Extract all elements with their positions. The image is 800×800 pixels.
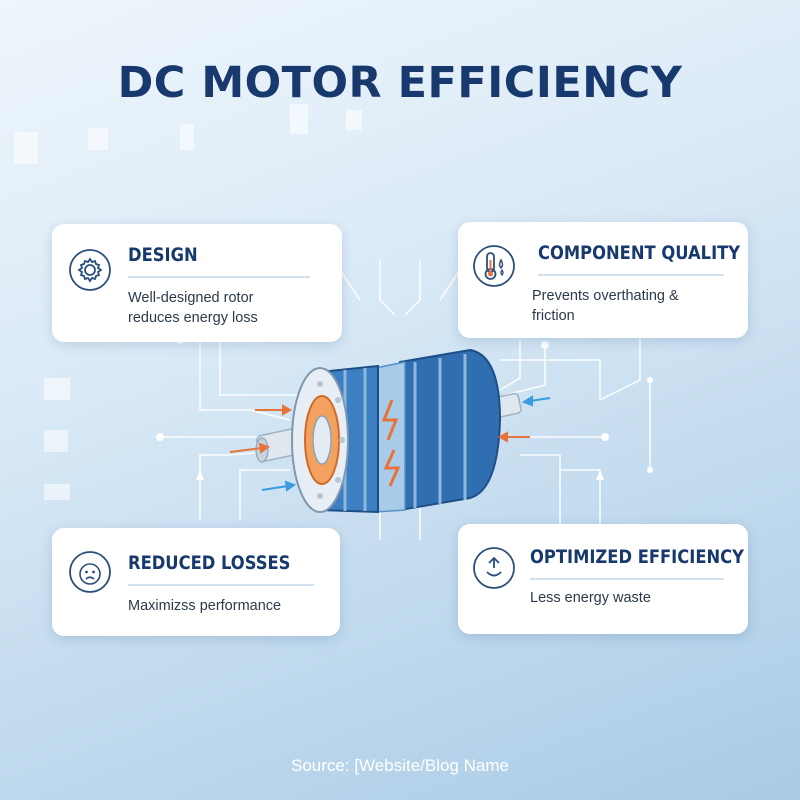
card-heading: REDUCED LOSSES [128, 552, 291, 574]
sad-face-icon [68, 550, 112, 594]
card-body: Maximizss performance [128, 596, 281, 616]
gear-icon [68, 248, 112, 292]
thermometer-icon [472, 244, 516, 288]
smile-up-arrow-icon [472, 546, 516, 590]
divider [128, 584, 314, 586]
card-body-line: Well-designed rotor [128, 290, 254, 306]
card-heading: DESIGN [128, 244, 198, 266]
divider [538, 274, 724, 276]
card-body-line: friction [532, 308, 575, 324]
card-body: Less energy waste [530, 588, 651, 608]
card-heading: OPTIMIZED EFFICIENCY [530, 546, 744, 568]
card-body-line: Maximizss performance [128, 598, 282, 614]
card-body-line: Less energy waste [530, 590, 651, 606]
decorative-square [44, 430, 68, 452]
decorative-square [180, 124, 194, 150]
card-heading: COMPONENT QUALITY [538, 242, 741, 264]
card-body: Well-designed rotor reduces energy loss [128, 288, 258, 328]
decorative-square [44, 484, 70, 500]
divider [128, 276, 310, 278]
card-component-quality: COMPONENT QUALITY Prevents overthating &… [458, 222, 748, 338]
card-reduced-losses: REDUCED LOSSES Maximizss performance [52, 528, 340, 636]
source-credit: Source: [Website/Blog Name [291, 756, 509, 775]
decorative-square [290, 104, 308, 134]
card-optimized-efficiency: OPTIMIZED EFFICIENCY Less energy waste [458, 524, 748, 634]
card-body-line: reduces energy loss [128, 310, 258, 326]
decorative-square [88, 128, 108, 150]
page-title: DC MOTOR EFFICIENCY [117, 58, 683, 108]
card-body-line: Prevents overthating & [532, 288, 679, 304]
decorative-square [44, 378, 70, 400]
decorative-square [14, 132, 38, 164]
divider [530, 578, 724, 580]
card-body: Prevents overthating & friction [532, 286, 679, 326]
decorative-square [346, 110, 362, 130]
dc-motor-icon [229, 348, 551, 514]
card-design: DESIGN Well-designed rotor reduces energ… [52, 224, 342, 342]
